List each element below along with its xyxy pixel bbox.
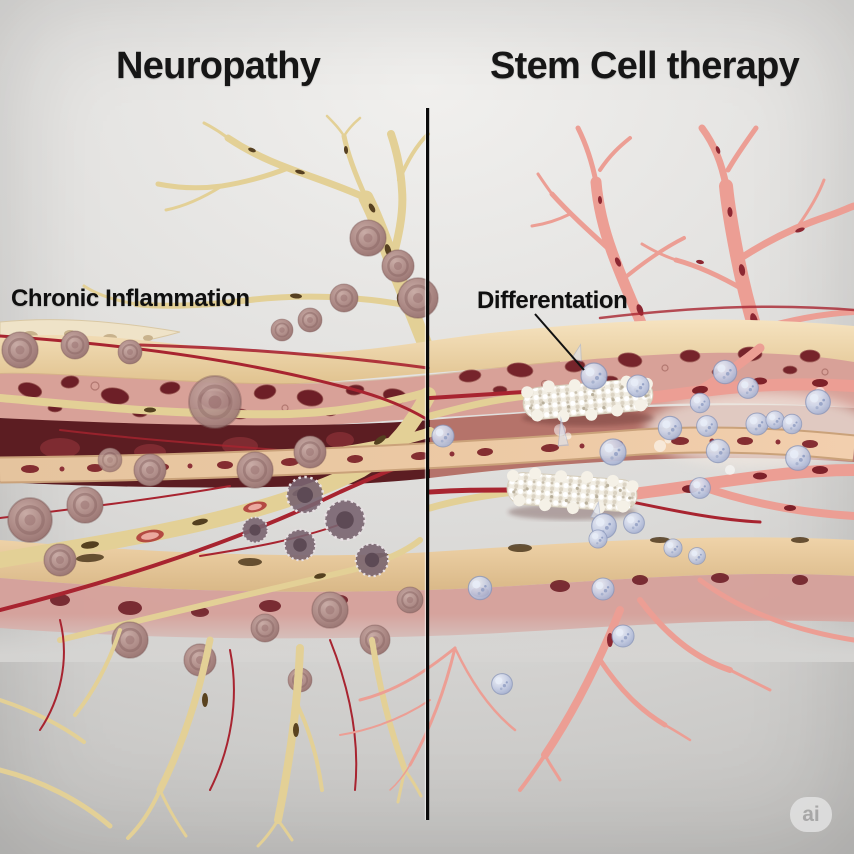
ai-watermark-badge: ai [790, 797, 832, 832]
healthy-nerve-tree-large [640, 124, 854, 359]
stem-cell-therapy-title: Stem Cell therapy [490, 45, 800, 87]
nerve-branches-bottom-left [0, 619, 423, 848]
nerve-branches-bottom-right [339, 597, 772, 792]
neuropathy-title: Neuropathy [116, 45, 321, 87]
chronic-inflammation-label: Chronic Inflammation [11, 285, 250, 312]
differentiation-pointer-line [534, 313, 585, 371]
divider-line [424, 108, 430, 820]
regenerating-fibers [554, 343, 854, 643]
differentation-label: Differentation [477, 287, 628, 314]
ai-watermark-text: ai [802, 802, 820, 826]
